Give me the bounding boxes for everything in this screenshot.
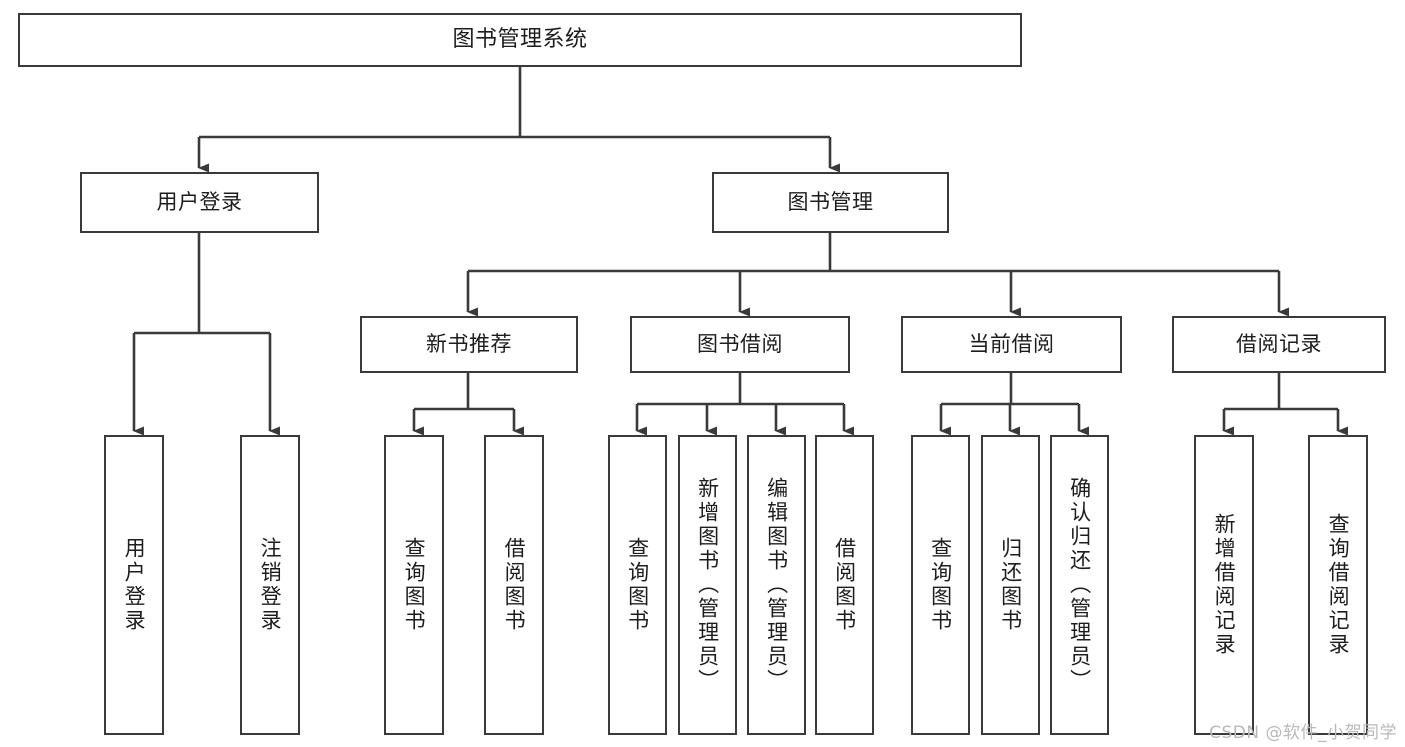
node-label: 当前借阅 xyxy=(968,331,1055,356)
node-label: 新增图书（管理员） xyxy=(695,477,720,693)
leaf-user-login[interactable]: 用户登录 xyxy=(104,435,164,735)
node-label: 用户登录 xyxy=(122,537,147,633)
node-borrowing-record[interactable]: 借阅记录 xyxy=(1172,316,1386,373)
node-label: 新书推荐 xyxy=(426,331,512,356)
leaf-query-book-borrow[interactable]: 查询图书 xyxy=(608,435,667,735)
node-label: 查询图书 xyxy=(402,537,427,633)
node-user-login[interactable]: 用户登录 xyxy=(80,172,319,233)
node-label: 图书管理 xyxy=(787,189,874,214)
node-label: 归还图书 xyxy=(998,537,1023,633)
node-label: 查询图书 xyxy=(928,537,953,633)
node-book-management[interactable]: 图书管理 xyxy=(712,172,949,233)
leaf-borrow-book[interactable]: 借阅图书 xyxy=(815,435,874,735)
node-label: 查询借阅记录 xyxy=(1326,513,1351,657)
node-label: 借阅图书 xyxy=(502,537,527,633)
node-label: 用户登录 xyxy=(156,189,243,214)
node-label: 借阅记录 xyxy=(1236,331,1322,356)
node-label: 图书管理系统 xyxy=(452,26,588,52)
leaf-return-book[interactable]: 归还图书 xyxy=(981,435,1040,735)
node-label: 借阅图书 xyxy=(832,537,857,633)
leaf-edit-book-admin[interactable]: 编辑图书（管理员） xyxy=(747,435,806,735)
leaf-query-borrow-record[interactable]: 查询借阅记录 xyxy=(1308,435,1368,735)
leaf-borrow-book-recommend[interactable]: 借阅图书 xyxy=(484,435,544,735)
node-current-borrowing[interactable]: 当前借阅 xyxy=(901,316,1122,373)
node-label: 图书借阅 xyxy=(697,331,783,356)
leaf-add-borrow-record[interactable]: 新增借阅记录 xyxy=(1194,435,1254,735)
node-book-borrowing[interactable]: 图书借阅 xyxy=(630,316,850,373)
node-label: 确认归还（管理员） xyxy=(1067,477,1092,693)
leaf-confirm-return-admin[interactable]: 确认归还（管理员） xyxy=(1050,435,1109,735)
node-label: 编辑图书（管理员） xyxy=(764,477,789,693)
leaf-query-book-current[interactable]: 查询图书 xyxy=(911,435,970,735)
node-new-book-recommendation[interactable]: 新书推荐 xyxy=(360,316,578,373)
watermark: CSDN @软件_小贺同学 xyxy=(1209,723,1397,743)
node-label: 注销登录 xyxy=(258,537,283,633)
node-label: 新增借阅记录 xyxy=(1212,513,1237,657)
leaf-query-book-recommend[interactable]: 查询图书 xyxy=(384,435,444,735)
leaf-add-book-admin[interactable]: 新增图书（管理员） xyxy=(678,435,737,735)
leaf-logout[interactable]: 注销登录 xyxy=(240,435,300,735)
node-root-book-management-system[interactable]: 图书管理系统 xyxy=(18,13,1022,67)
node-label: 查询图书 xyxy=(625,537,650,633)
